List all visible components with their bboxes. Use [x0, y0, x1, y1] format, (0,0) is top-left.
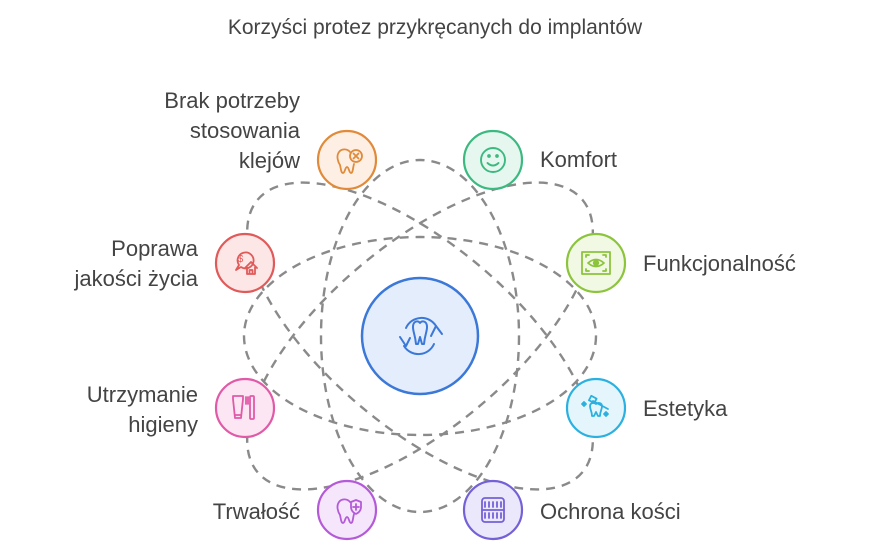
eye-frame-icon [581, 251, 611, 275]
toothpaste-brush-icon [232, 395, 255, 420]
tooth-refresh-icon [399, 316, 443, 356]
dentures-icon [481, 497, 505, 523]
label-line: higieny [128, 412, 198, 437]
label-line: Funkcjonalność [643, 251, 796, 276]
connector-ellipses [242, 158, 598, 514]
label-line: Utrzymanie [86, 382, 198, 407]
node-estetyka [565, 377, 627, 439]
tooth-shield-icon [336, 498, 362, 524]
node-higiena [214, 377, 276, 439]
node-trwalosc [316, 479, 378, 541]
smiley-icon [480, 147, 506, 173]
label-line: klejów [238, 148, 300, 173]
node-brak-klejow [316, 129, 378, 191]
label-komfort: Komfort [540, 145, 617, 175]
tooth-x-icon [336, 148, 363, 174]
label-brak-klejow: Brak potrzeby stosowania klejów [164, 86, 300, 176]
center-node [360, 276, 480, 396]
label-line: Ochrona kości [540, 499, 681, 524]
connector-ellipse-horizontal [242, 235, 598, 437]
node-funkcjonalnosc [565, 232, 627, 294]
label-funkcjonalnosc: Funkcjonalność [643, 249, 796, 279]
label-line: Brak potrzeby [164, 88, 300, 113]
tooth-sparkle-icon [581, 394, 609, 417]
label-line: Estetyka [643, 396, 728, 421]
node-ochrona [462, 479, 524, 541]
node-komfort [462, 129, 524, 191]
diagram-title: Korzyści protez przykręcanych do implant… [227, 16, 643, 39]
label-estetyka: Estetyka [643, 394, 727, 424]
label-line: jakości życia [74, 266, 198, 291]
connector-ellipse-vertical [319, 158, 521, 514]
money-house-icon: $ [235, 251, 258, 275]
label-trwalosc: Trwałość [213, 497, 300, 527]
label-line: Poprawa [111, 236, 198, 261]
label-line: stosowania [189, 118, 300, 143]
label-line: Komfort [540, 147, 618, 172]
connector-ellipse-diagonal-b [245, 181, 595, 491]
svg-text:$: $ [238, 254, 244, 265]
connector-ellipse-diagonal-a [245, 181, 595, 491]
node-poprawa: $ [214, 232, 276, 294]
label-poprawa: Poprawa jakości życia [75, 234, 198, 294]
label-ochrona: Ochrona kości [540, 497, 681, 527]
label-higiena: Utrzymanie higieny [87, 380, 198, 440]
label-line: Trwałość [212, 499, 300, 524]
